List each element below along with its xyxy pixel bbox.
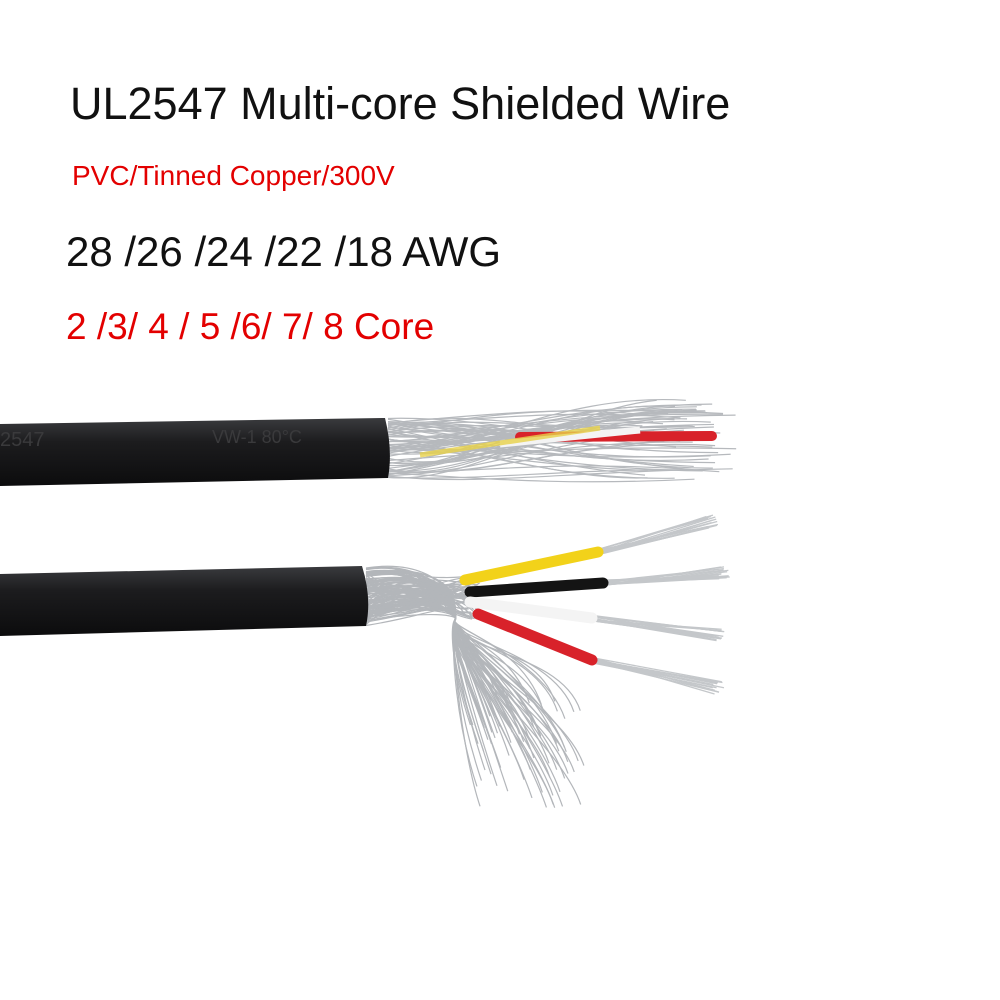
core-red-bottom (472, 608, 598, 666)
strand (365, 603, 474, 625)
strand (387, 439, 709, 462)
cable-print-left: 2547 (0, 429, 45, 451)
core-white-bottom (464, 596, 598, 624)
strand (387, 431, 703, 472)
strand (365, 582, 468, 604)
core-options: 2 /3/ 4 / 5 /6/ 7/ 8 Core (66, 306, 435, 347)
material-spec: PVC/Tinned Copper/300V (72, 160, 395, 191)
strand (387, 447, 737, 462)
awg-options: 28 /26 /24 /22 /18 AWG (66, 228, 502, 275)
core-black-bottom (464, 577, 609, 598)
strand (365, 577, 466, 595)
strand (591, 657, 722, 683)
strand (602, 575, 728, 581)
strand (387, 410, 647, 424)
strand (387, 469, 686, 479)
core-yellow-bottom (459, 546, 604, 586)
strand (387, 441, 693, 464)
strand (387, 443, 716, 473)
cable-top: 2547 VW-1 80°C (0, 398, 737, 486)
strand (591, 656, 719, 693)
product-title: UL2547 Multi-core Shielded Wire (70, 78, 731, 129)
strand (591, 615, 714, 637)
strand (602, 566, 725, 586)
strand (365, 570, 477, 610)
strand (365, 590, 468, 619)
strand (591, 617, 717, 641)
strand (365, 569, 469, 610)
strand (365, 601, 469, 621)
strand (387, 404, 702, 438)
strand (387, 438, 675, 479)
cable-print-right: VW-1 80°C (212, 427, 302, 447)
strand (365, 586, 477, 609)
strand (387, 409, 697, 452)
cable-bottom (0, 514, 730, 808)
strand (591, 659, 714, 686)
jacket-top (0, 418, 390, 486)
strand (597, 515, 707, 553)
strand (365, 597, 473, 618)
strand (591, 661, 720, 693)
conductor-strands (591, 514, 730, 695)
core-yellow-top (419, 425, 601, 458)
jacket-bottom (0, 566, 369, 636)
strand (365, 592, 471, 609)
strand (387, 472, 695, 483)
